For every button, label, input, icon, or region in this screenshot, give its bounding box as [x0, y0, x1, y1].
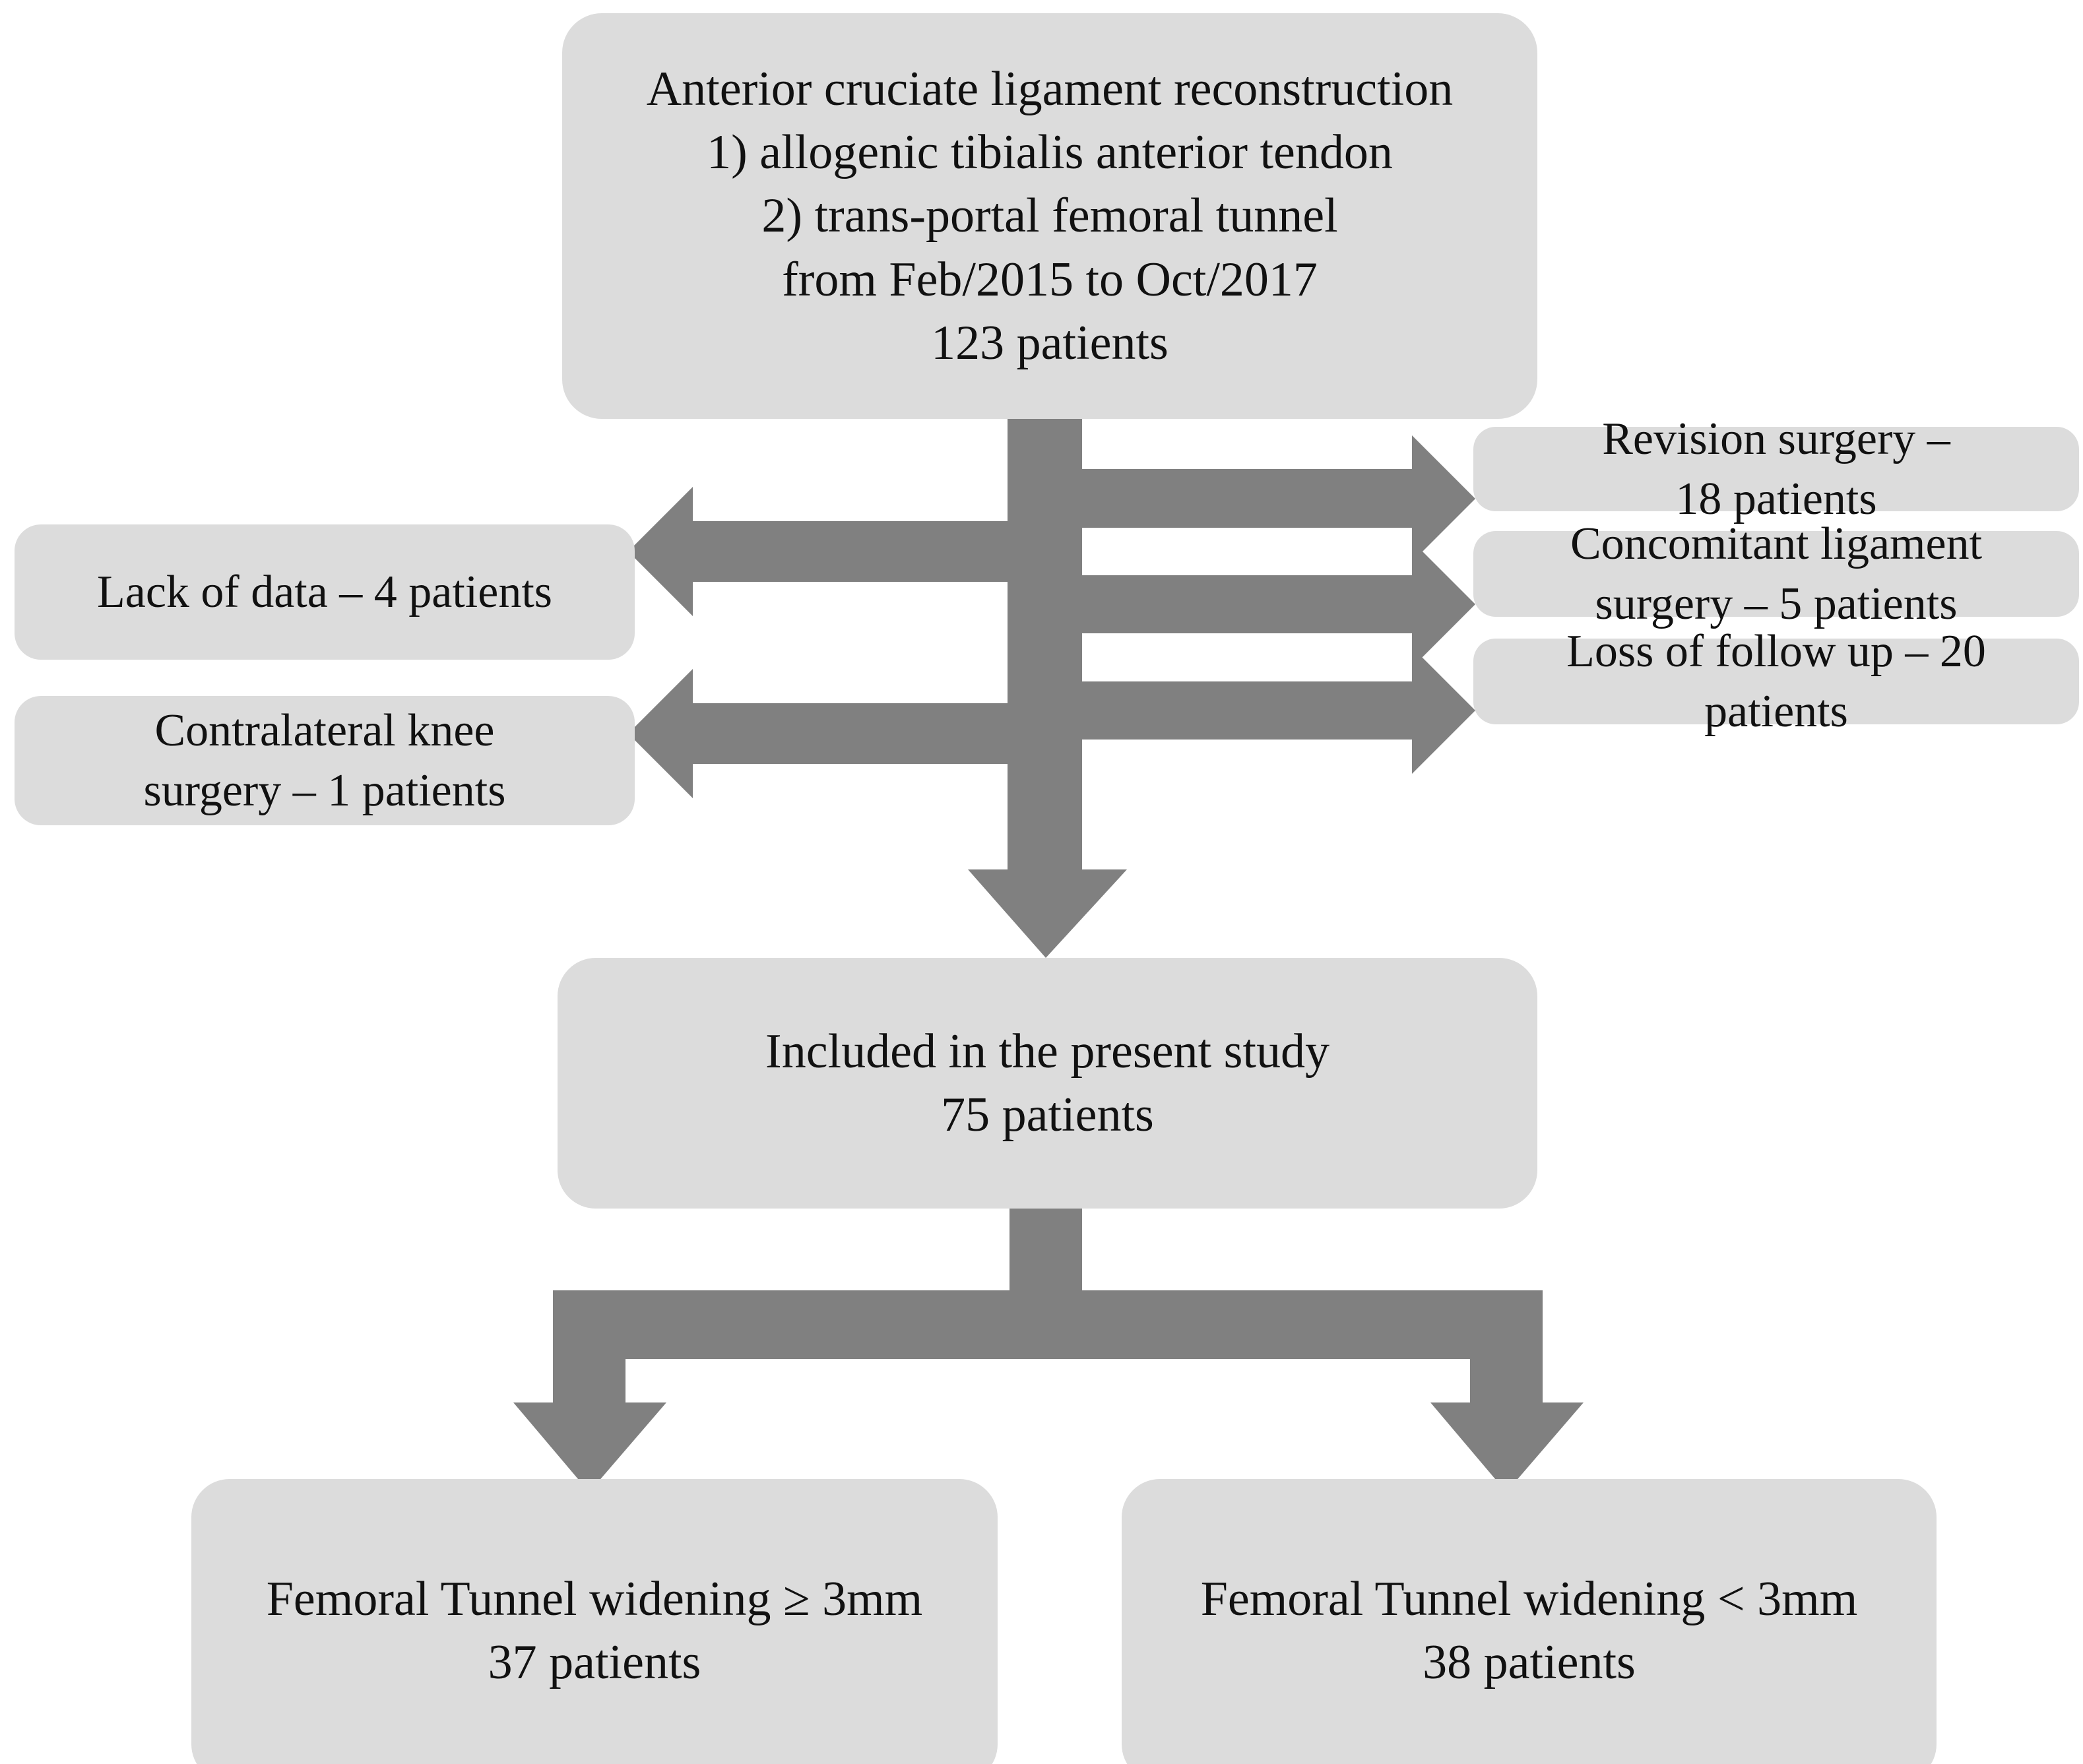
arrow-branch-to-lack-of-data	[628, 487, 1008, 616]
node-outcome-widening-ge-3mm[interactable]: Femoral Tunnel widening ≥ 3mm 37 patient…	[191, 1479, 998, 1764]
node-exclusion-concomitant-ligament-surgery[interactable]: Concomitant ligament surgery – 5 patient…	[1473, 519, 2079, 629]
node-exclusion-contralateral-knee-surgery[interactable]: Contralateral knee surgery – 1 patients	[15, 696, 635, 825]
node-exclusion-contralateral-knee-surgery-label: Contralateral knee surgery – 1 patients	[143, 705, 506, 816]
arrow-included-to-widening-ge	[513, 1359, 666, 1492]
node-exclusion-revision-surgery[interactable]: Revision surgery – 18 patients	[1473, 414, 2079, 524]
arrow-source-to-included-trunk	[968, 416, 1127, 958]
node-included-in-study-label: Included in the present study 75 patient…	[765, 1024, 1330, 1142]
arrow-branch-to-contralateral	[628, 669, 1008, 798]
node-outcome-widening-ge-3mm-label: Femoral Tunnel widening ≥ 3mm 37 patient…	[266, 1571, 923, 1689]
arrow-included-split-stem	[1009, 1206, 1082, 1290]
node-exclusion-concomitant-ligament-surgery-label: Concomitant ligament surgery – 5 patient…	[1570, 519, 1983, 629]
arrow-included-split-bar	[553, 1290, 1543, 1359]
node-exclusion-revision-surgery-label: Revision surgery – 18 patients	[1602, 414, 1950, 524]
arrow-branch-to-loss-of-follow-up	[1082, 647, 1475, 774]
node-source-cohort-label: Anterior cruciate ligament reconstructio…	[646, 62, 1454, 370]
arrow-branch-to-revision	[1082, 435, 1475, 562]
node-source-cohort[interactable]: Anterior cruciate ligament reconstructio…	[562, 13, 1537, 419]
node-exclusion-loss-of-follow-up[interactable]: Loss of follow up – 20 patients	[1473, 626, 2079, 737]
node-exclusion-lack-of-data[interactable]: Lack of data – 4 patients	[15, 524, 635, 660]
node-outcome-widening-lt-3mm-label: Femoral Tunnel widening < 3mm 38 patient…	[1200, 1571, 1858, 1689]
node-exclusion-loss-of-follow-up-label: Loss of follow up – 20 patients	[1566, 626, 1986, 737]
arrow-branch-to-concomitant	[1082, 541, 1475, 668]
arrow-included-to-widening-lt	[1430, 1359, 1584, 1492]
node-included-in-study[interactable]: Included in the present study 75 patient…	[558, 958, 1537, 1209]
node-outcome-widening-lt-3mm[interactable]: Femoral Tunnel widening < 3mm 38 patient…	[1122, 1479, 1937, 1764]
node-exclusion-lack-of-data-label: Lack of data – 4 patients	[96, 567, 553, 617]
